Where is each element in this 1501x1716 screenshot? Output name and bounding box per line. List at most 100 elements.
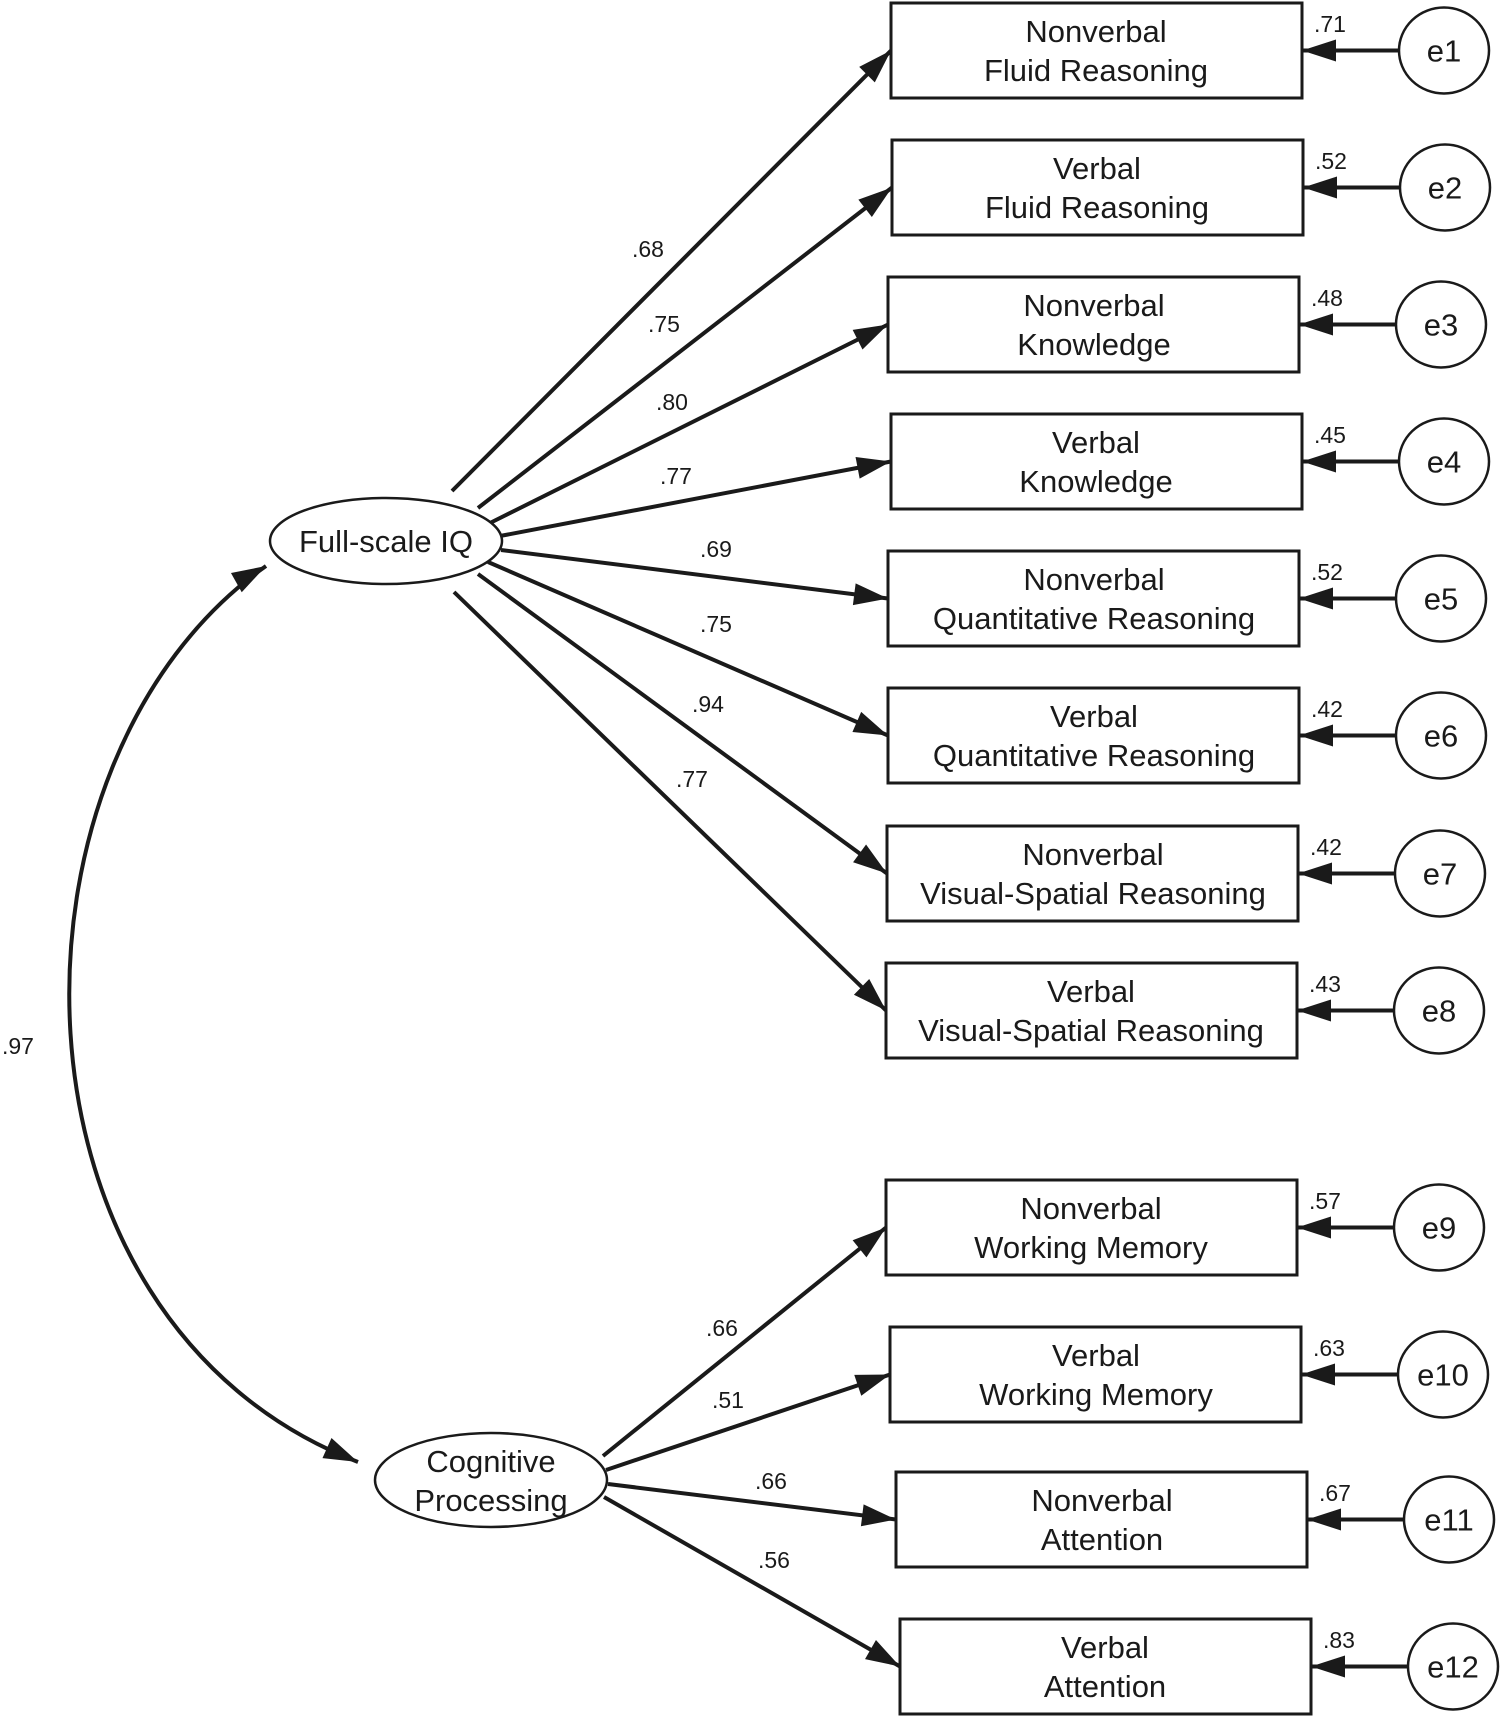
loading-arrowhead [852, 324, 888, 350]
indicator-label-line1: Verbal [1047, 974, 1135, 1009]
correlation-coefficient: .97 [2, 1033, 34, 1059]
error-term-label: e5 [1424, 582, 1458, 617]
error-coefficient: .42 [1310, 834, 1342, 860]
indicator-label-line2: Working Memory [974, 1230, 1208, 1265]
indicator-box [886, 549, 1301, 648]
error-term-label: e12 [1427, 1650, 1479, 1685]
correlation-curve [67, 564, 359, 1464]
indicator-box [894, 1470, 1309, 1569]
indicator-box [890, 138, 1305, 237]
error-arrowhead [1297, 1216, 1331, 1239]
loading-arrowhead [859, 50, 891, 83]
error-term-label: e8 [1422, 994, 1456, 1029]
indicator-label-line1: Nonverbal [1031, 1483, 1172, 1518]
error-term-circle [1398, 143, 1492, 232]
error-arrowhead [1307, 1508, 1341, 1531]
loading-arrowhead [852, 711, 888, 736]
loading-coefficient: .56 [758, 1547, 790, 1573]
error-coefficient: .42 [1311, 696, 1343, 722]
error-term-circle [1394, 554, 1488, 643]
loading-arrowhead [853, 978, 886, 1011]
indicator-label-line2: Attention [1044, 1669, 1166, 1704]
error-term-label: e11 [1424, 1503, 1473, 1538]
loading-coefficient: .80 [656, 389, 688, 415]
error-term-circle [1394, 691, 1488, 780]
loading-coefficient: .94 [692, 691, 724, 717]
error-arrowhead [1299, 587, 1333, 610]
error-arrowhead [1298, 862, 1332, 885]
error-coefficient: .43 [1309, 971, 1341, 997]
loading-arrowhead [858, 187, 892, 218]
error-term-label: e9 [1422, 1211, 1456, 1246]
error-term-label: e1 [1427, 34, 1461, 69]
error-term-label: e10 [1417, 1358, 1469, 1393]
error-coefficient: .48 [1311, 285, 1343, 311]
error-coefficient: .45 [1314, 422, 1346, 448]
loading-coefficient: .77 [660, 463, 692, 489]
indicator-label-line1: Verbal [1052, 1338, 1140, 1373]
loading-path [487, 560, 889, 738]
indicator-label-line1: Verbal [1050, 699, 1138, 734]
error-arrowhead [1303, 176, 1337, 199]
loading-arrowhead [860, 1504, 896, 1527]
loading-coefficient: .75 [700, 611, 732, 637]
loading-path [452, 590, 888, 1012]
error-term-label: e7 [1423, 857, 1457, 892]
loading-arrowhead [852, 1227, 886, 1258]
indicator-label-line1: Nonverbal [1025, 14, 1166, 49]
error-coefficient: .57 [1309, 1188, 1341, 1214]
loading-arrowhead [855, 457, 891, 479]
loading-path [601, 1225, 888, 1458]
loading-path [476, 572, 889, 876]
error-term-circle [1392, 966, 1486, 1055]
error-term-circle [1397, 6, 1491, 95]
indicator-box [898, 1617, 1313, 1716]
loading-coefficient: .77 [676, 766, 708, 792]
error-coefficient: .52 [1315, 148, 1347, 174]
indicator-box [889, 412, 1304, 511]
loading-coefficient: .75 [648, 311, 680, 337]
loading-path [603, 1495, 901, 1669]
error-term-label: e4 [1427, 445, 1461, 480]
error-arrowhead [1311, 1655, 1345, 1678]
error-coefficient: .71 [1314, 11, 1346, 37]
loading-path [476, 185, 894, 510]
error-term-circle [1402, 1475, 1496, 1564]
indicator-label-line1: Verbal [1061, 1630, 1149, 1665]
indicator-box [884, 1178, 1299, 1277]
error-term-circle [1392, 1183, 1486, 1272]
indicator-label-line2: Quantitative Reasoning [933, 601, 1255, 636]
error-arrowhead [1301, 1363, 1335, 1386]
indicator-label-line2: Fluid Reasoning [985, 190, 1209, 225]
loading-arrowhead [854, 1374, 890, 1396]
error-arrowhead [1297, 999, 1331, 1022]
error-arrowhead [1302, 39, 1336, 62]
loading-path [499, 459, 892, 538]
loading-arrowhead [852, 583, 888, 606]
error-term-circle [1394, 280, 1488, 369]
loading-coefficient: .51 [712, 1387, 744, 1413]
loading-path [605, 1372, 891, 1472]
indicator-label-line2: Visual-Spatial Reasoning [918, 1013, 1264, 1048]
error-arrowhead [1299, 724, 1333, 747]
indicator-label-line2: Quantitative Reasoning [933, 738, 1255, 773]
error-term-circle [1393, 829, 1487, 918]
indicator-label-line1: Nonverbal [1022, 837, 1163, 872]
indicator-label-line1: Verbal [1052, 425, 1140, 460]
indicator-label-line2: Knowledge [1019, 464, 1172, 499]
error-term-circle [1397, 417, 1491, 506]
loading-coefficient: .69 [700, 536, 732, 562]
latent-factor-cp [373, 1431, 609, 1529]
indicator-label-line1: Nonverbal [1023, 288, 1164, 323]
error-coefficient: .63 [1313, 1335, 1345, 1361]
indicator-label-line2: Fluid Reasoning [984, 53, 1208, 88]
indicator-label-line2: Working Memory [979, 1377, 1213, 1412]
correlation-arrowhead-top [230, 566, 266, 593]
loading-coefficient: .68 [632, 236, 664, 262]
indicator-box [884, 961, 1299, 1060]
error-coefficient: .52 [1311, 559, 1343, 585]
indicator-label-line2: Knowledge [1017, 327, 1170, 362]
error-term-circle [1406, 1622, 1500, 1711]
loading-arrowhead [853, 844, 887, 874]
